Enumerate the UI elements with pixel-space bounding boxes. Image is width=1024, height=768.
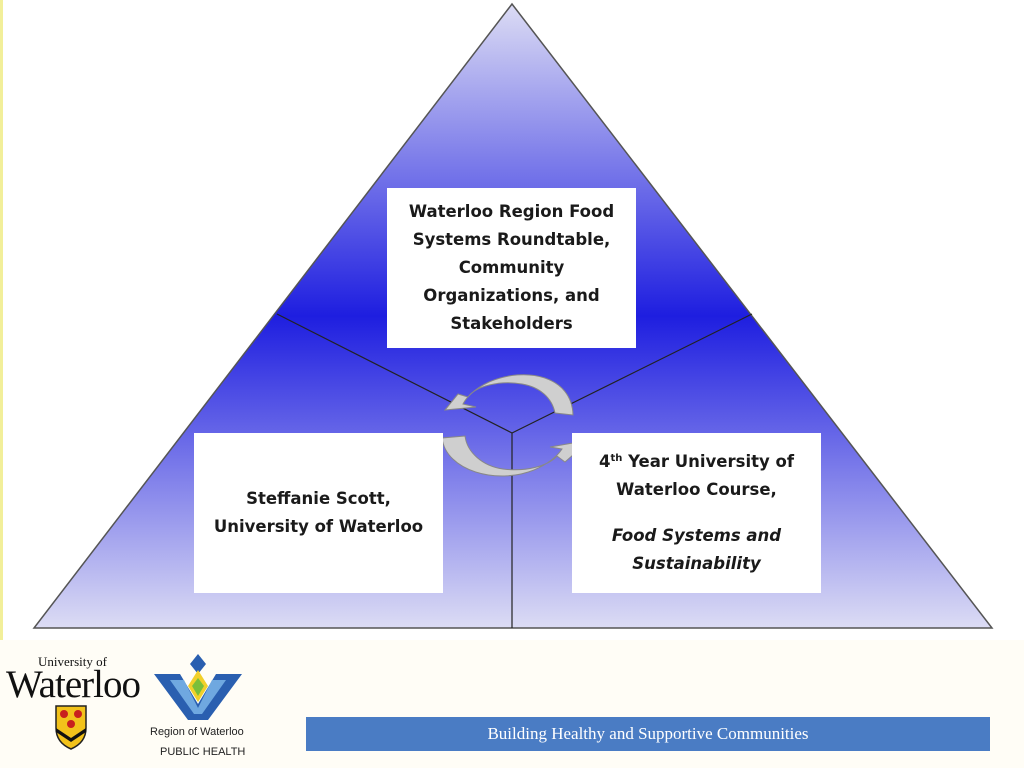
left-box: Steffanie Scott, University of Waterloo: [194, 433, 443, 593]
cycle-arrow-bottom-icon: [441, 435, 592, 477]
ordinal-number: 4: [598, 452, 611, 471]
uw-crest-icon: [55, 705, 87, 750]
right-box-line1-rest: Year University of: [622, 452, 795, 471]
divider-right: [511, 313, 753, 434]
right-box-line2: Waterloo Course,: [616, 480, 777, 499]
right-box-line1: 4th Year University of: [599, 448, 794, 476]
region-mark-icon: [154, 654, 242, 720]
top-box-line: Systems Roundtable,: [412, 230, 611, 249]
top-box: Waterloo Region Food Systems Roundtable,…: [387, 188, 636, 348]
region-logo-name: Region of Waterloo: [150, 726, 244, 738]
left-accent-bar: [0, 0, 3, 640]
right-box-italic-line: Sustainability: [632, 554, 761, 573]
footer-tagline-text: Building Healthy and Supportive Communit…: [487, 724, 809, 743]
divider-left: [276, 313, 513, 434]
left-box-line: Steffanie Scott,: [246, 489, 391, 508]
footer-tagline-bar: Building Healthy and Supportive Communit…: [306, 717, 990, 751]
cycle-arrow-top-icon: [443, 374, 574, 416]
top-box-line: Waterloo Region Food: [408, 202, 615, 221]
region-logo-dept: PUBLIC HEALTH: [160, 746, 246, 758]
university-of-waterloo-logo: University of Waterloo: [6, 654, 148, 762]
ordinal-suffix: th: [610, 453, 623, 464]
top-box-line: Stakeholders: [450, 314, 573, 333]
uw-logo-line1: University of: [38, 654, 107, 669]
left-box-line: University of Waterloo: [213, 517, 424, 536]
uw-logo-line2: Waterloo: [6, 663, 141, 706]
right-box-italic-line: Food Systems and: [611, 526, 782, 545]
top-box-line: Community: [458, 258, 565, 277]
right-box: 4th Year University of Waterloo Course, …: [572, 433, 821, 593]
top-box-line: Organizations, and: [423, 286, 600, 305]
region-of-waterloo-logo: Region of Waterloo PUBLIC HEALTH: [146, 652, 256, 764]
